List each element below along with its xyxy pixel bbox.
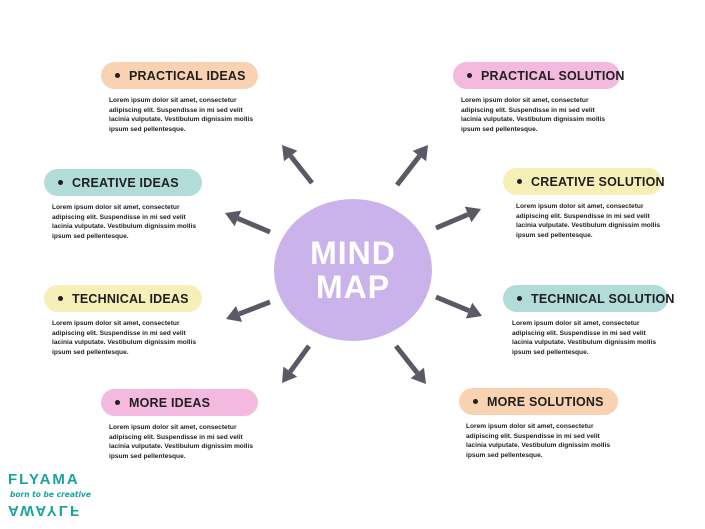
node-practical-ideas: PRACTICAL IDEAS Lorem ipsum dolor sit am… (101, 62, 258, 134)
arrow-mid-upper-right (435, 206, 481, 231)
logo-tagline: born to be creative (10, 490, 92, 499)
node-description: Lorem ipsum dolor sit amet, consectetur … (52, 320, 196, 356)
bullet-dot-icon (115, 400, 120, 405)
node-title: MORE IDEAS (129, 395, 211, 410)
arrow-shaft (435, 212, 470, 231)
arrow-shaft (238, 299, 271, 317)
logo-wordmark-top: FLYAMA (8, 471, 80, 488)
arrow-mid-lower-right (435, 294, 482, 319)
node-pill: PRACTICAL IDEAS (101, 62, 258, 89)
bullet-dot-icon (517, 296, 522, 301)
bullet-dot-icon (115, 73, 120, 78)
arrow-lower-left (282, 344, 312, 383)
brand-logo: FLYAMA born to be creative AWAYLF (8, 472, 98, 524)
bullet-dot-icon (473, 399, 478, 404)
node-title: CREATIVE IDEAS (72, 175, 179, 190)
node-technical-ideas: TECHNICAL IDEAS Lorem ipsum dolor sit am… (44, 285, 202, 357)
center-circle: MIND MAP (274, 199, 432, 341)
logo-wordmark-bottom: AWAYLF (8, 502, 82, 519)
arrow-head-icon (465, 302, 482, 319)
node-title: MORE SOLUTIONS (487, 394, 604, 409)
node-description: Lorem ipsum dolor sit amet, consectetur … (466, 423, 610, 459)
node-pill: TECHNICAL IDEAS (44, 285, 202, 312)
node-description: Lorem ipsum dolor sit amet, consectetur … (52, 204, 196, 240)
arrow-mid-upper-left (225, 210, 271, 235)
arrow-shaft (435, 294, 471, 313)
node-pill: MORE SOLUTIONS (459, 388, 618, 415)
node-title: PRACTICAL SOLUTION (481, 68, 625, 83)
node-practical-solution: PRACTICAL SOLUTION Lorem ipsum dolor sit… (453, 62, 624, 134)
node-description: Lorem ipsum dolor sit amet, consectetur … (109, 424, 253, 460)
node-technical-solution: TECHNICAL SOLUTION Lorem ipsum dolor sit… (503, 285, 674, 357)
arrow-shaft (395, 154, 422, 187)
node-title: PRACTICAL IDEAS (129, 68, 246, 83)
arrow-head-icon (225, 210, 242, 227)
arrow-upper-right (395, 145, 428, 187)
arrow-shaft (288, 154, 314, 185)
center-label-line1: MIND (310, 235, 396, 271)
arrow-shaft (288, 344, 312, 374)
arrow-head-icon (226, 306, 243, 322)
node-creative-ideas: CREATIVE IDEAS Lorem ipsum dolor sit ame… (44, 169, 202, 241)
node-creative-solution: CREATIVE SOLUTION Lorem ipsum dolor sit … (503, 168, 665, 240)
bullet-dot-icon (58, 296, 63, 301)
node-description: Lorem ipsum dolor sit amet, consectetur … (109, 97, 253, 133)
arrow-head-icon (412, 145, 428, 162)
bullet-dot-icon (467, 73, 472, 78)
bullet-dot-icon (517, 179, 522, 184)
node-title: TECHNICAL SOLUTION (531, 291, 675, 306)
arrow-lower-right (394, 344, 426, 384)
node-pill: CREATIVE IDEAS (44, 169, 202, 196)
node-pill: PRACTICAL SOLUTION (453, 62, 624, 89)
node-more-ideas: MORE IDEAS Lorem ipsum dolor sit amet, c… (101, 389, 258, 461)
arrow-upper-left (282, 145, 314, 185)
bullet-dot-icon (58, 180, 63, 185)
center-label-line2: MAP (315, 269, 391, 305)
node-more-solutions: MORE SOLUTIONS Lorem ipsum dolor sit ame… (459, 388, 618, 460)
arrow-head-icon (464, 206, 481, 223)
arrow-head-icon (410, 367, 426, 384)
node-pill: CREATIVE SOLUTION (503, 168, 665, 195)
node-pill: TECHNICAL SOLUTION (503, 285, 674, 312)
node-description: Lorem ipsum dolor sit amet, consectetur … (461, 97, 605, 133)
node-pill: MORE IDEAS (101, 389, 258, 416)
node-title: CREATIVE SOLUTION (531, 174, 665, 189)
arrow-head-icon (282, 145, 298, 162)
arrow-head-icon (282, 366, 298, 383)
node-description: Lorem ipsum dolor sit amet, consectetur … (516, 203, 660, 239)
node-description: Lorem ipsum dolor sit amet, consectetur … (512, 320, 656, 356)
node-title: TECHNICAL IDEAS (72, 291, 189, 306)
arrow-shaft (394, 344, 420, 375)
arrow-mid-lower-left (226, 299, 271, 322)
arrow-shaft (236, 216, 271, 235)
